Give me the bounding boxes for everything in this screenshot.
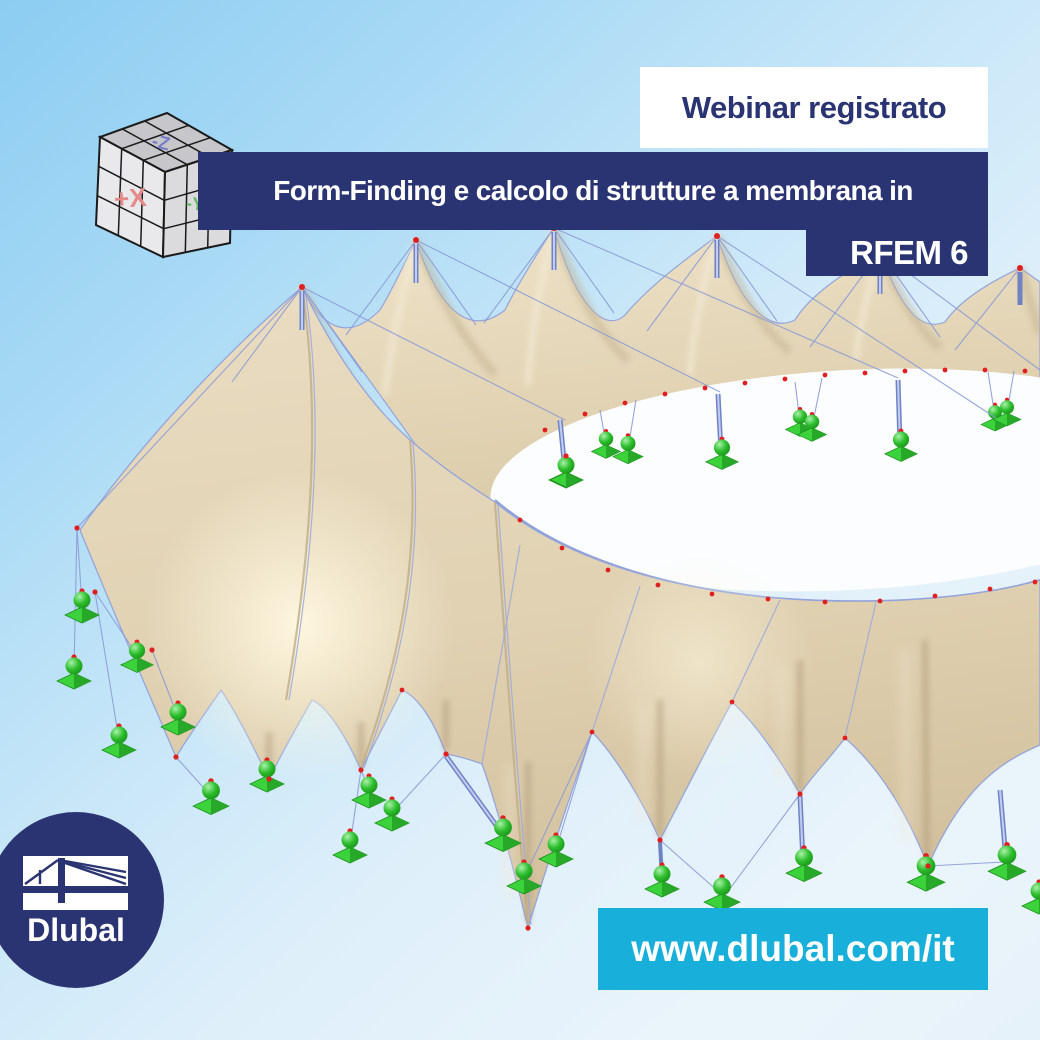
title-banner-line2: RFEM 6	[806, 230, 988, 276]
dlubal-logo: Dlubal	[0, 812, 164, 988]
webinar-badge-label: Webinar registrato	[681, 89, 947, 125]
title-banner: Form-Finding e calcolo di strutture a me…	[198, 152, 988, 230]
bridge-icon	[23, 856, 128, 910]
webinar-badge: Webinar registrato	[640, 67, 988, 148]
dlubal-logo-wordmark: Dlubal	[27, 912, 125, 948]
website-url-banner[interactable]: www.dlubal.com/it	[598, 908, 988, 990]
cube-top-axis-label: -Z	[150, 131, 173, 156]
front-sail-ring	[79, 285, 1040, 931]
cube-front-axis-label: +X	[113, 182, 148, 214]
structural-nodes	[74, 225, 1038, 931]
inner-masts-and-supports	[548, 370, 1022, 641]
back-sail-ring	[256, 226, 1040, 527]
title-line2: RFEM 6	[849, 234, 969, 271]
website-url-text: www.dlubal.com/it	[631, 928, 955, 969]
title-line1: Form-Finding e calcolo di strutture a me…	[273, 175, 913, 206]
